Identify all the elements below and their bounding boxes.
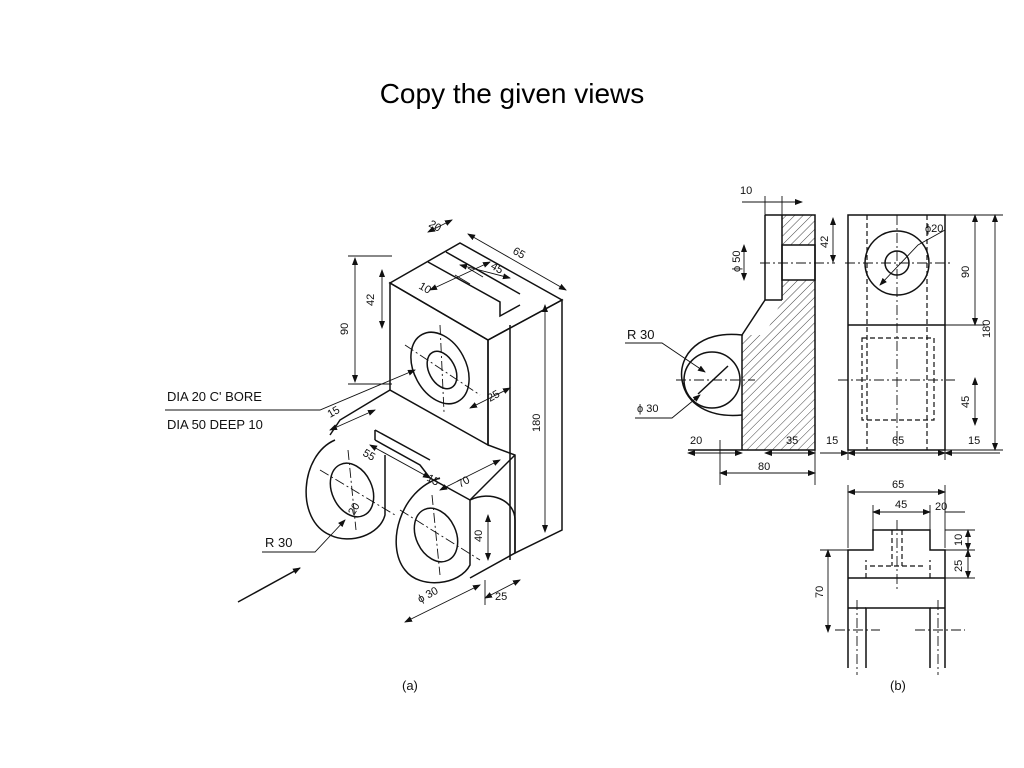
dim-side-20: 20 <box>690 435 702 447</box>
dim-side-80: 80 <box>758 461 770 473</box>
orthographic-views: 10 ϕ 50 42 20 35 80 R 30 ϕ 30 <box>625 185 1003 693</box>
dim-42: 42 <box>365 294 377 306</box>
bore-note-line1: DIA 20 C' BORE <box>167 389 262 404</box>
dim-65-top: 65 <box>511 245 528 262</box>
dim-plan-70: 70 <box>814 586 826 598</box>
column-top-face <box>388 242 564 341</box>
right-lug <box>395 477 471 584</box>
dim-55: 55 <box>361 447 378 464</box>
dim-front-90: 90 <box>960 266 972 278</box>
dim-25-bottom: 25 <box>495 591 507 603</box>
side-dia-note: ϕ 30 <box>637 403 658 415</box>
slide-title: Copy the given views <box>379 78 645 109</box>
column-side-face <box>487 298 563 555</box>
caption-a: (a) <box>402 678 418 693</box>
dim-plan-20: 20 <box>935 501 947 513</box>
dim-25-mid: 25 <box>486 388 503 405</box>
dim-front-15-right: 15 <box>968 435 980 447</box>
left-lug <box>305 439 386 540</box>
dim-plan-45: 45 <box>895 499 907 511</box>
dim-plan-10: 10 <box>953 534 965 546</box>
dim-plan-25: 25 <box>953 560 965 572</box>
plan-view: 65 45 20 10 25 70 <box>814 479 975 675</box>
isometric-view: 20 65 45 10 90 42 180 25 15 55 15 70 20 … <box>165 218 567 693</box>
front-view: ϕ20 90 180 45 15 65 15 <box>820 214 1003 460</box>
dim-40: 40 <box>473 530 485 542</box>
dim-45-top: 45 <box>489 260 506 277</box>
dim-15-left: 15 <box>326 404 343 421</box>
dim-side-42: 42 <box>819 236 831 248</box>
side-section-view: 10 ϕ 50 42 20 35 80 R 30 ϕ 30 <box>625 185 836 485</box>
bore-note-line2: DIA 50 DEEP 10 <box>167 417 263 432</box>
dim-front-dia20: ϕ20 <box>925 223 943 235</box>
dim-90: 90 <box>339 323 351 335</box>
dim-front-65: 65 <box>892 435 904 447</box>
caption-b: (b) <box>890 678 906 693</box>
counterbore-inner <box>426 350 458 390</box>
radius-note: R 30 <box>265 535 292 550</box>
dim-180: 180 <box>531 414 543 432</box>
dim-dia-30: ϕ 30 <box>416 585 441 606</box>
left-lug-hole <box>329 462 375 518</box>
dim-10-top: 10 <box>417 280 434 297</box>
dim-front-15-left: 15 <box>826 435 838 447</box>
counterbore-outer <box>410 331 470 405</box>
dim-70: 70 <box>456 474 473 491</box>
right-lug-hole <box>413 507 459 563</box>
dim-side-50: ϕ 50 <box>731 251 743 272</box>
dim-side-35: 35 <box>786 435 798 447</box>
view-direction-arrow <box>237 567 301 603</box>
dim-20-top: 20 <box>427 218 444 235</box>
dim-side-10: 10 <box>740 185 752 197</box>
dim-front-45: 45 <box>960 396 972 408</box>
dim-20-hole: 20 <box>346 501 363 518</box>
column-front-face <box>389 281 489 447</box>
dim-plan-65: 65 <box>892 479 904 491</box>
side-radius-note: R 30 <box>627 327 654 342</box>
dim-15-mid: 15 <box>425 472 442 489</box>
dim-front-180: 180 <box>981 320 993 338</box>
